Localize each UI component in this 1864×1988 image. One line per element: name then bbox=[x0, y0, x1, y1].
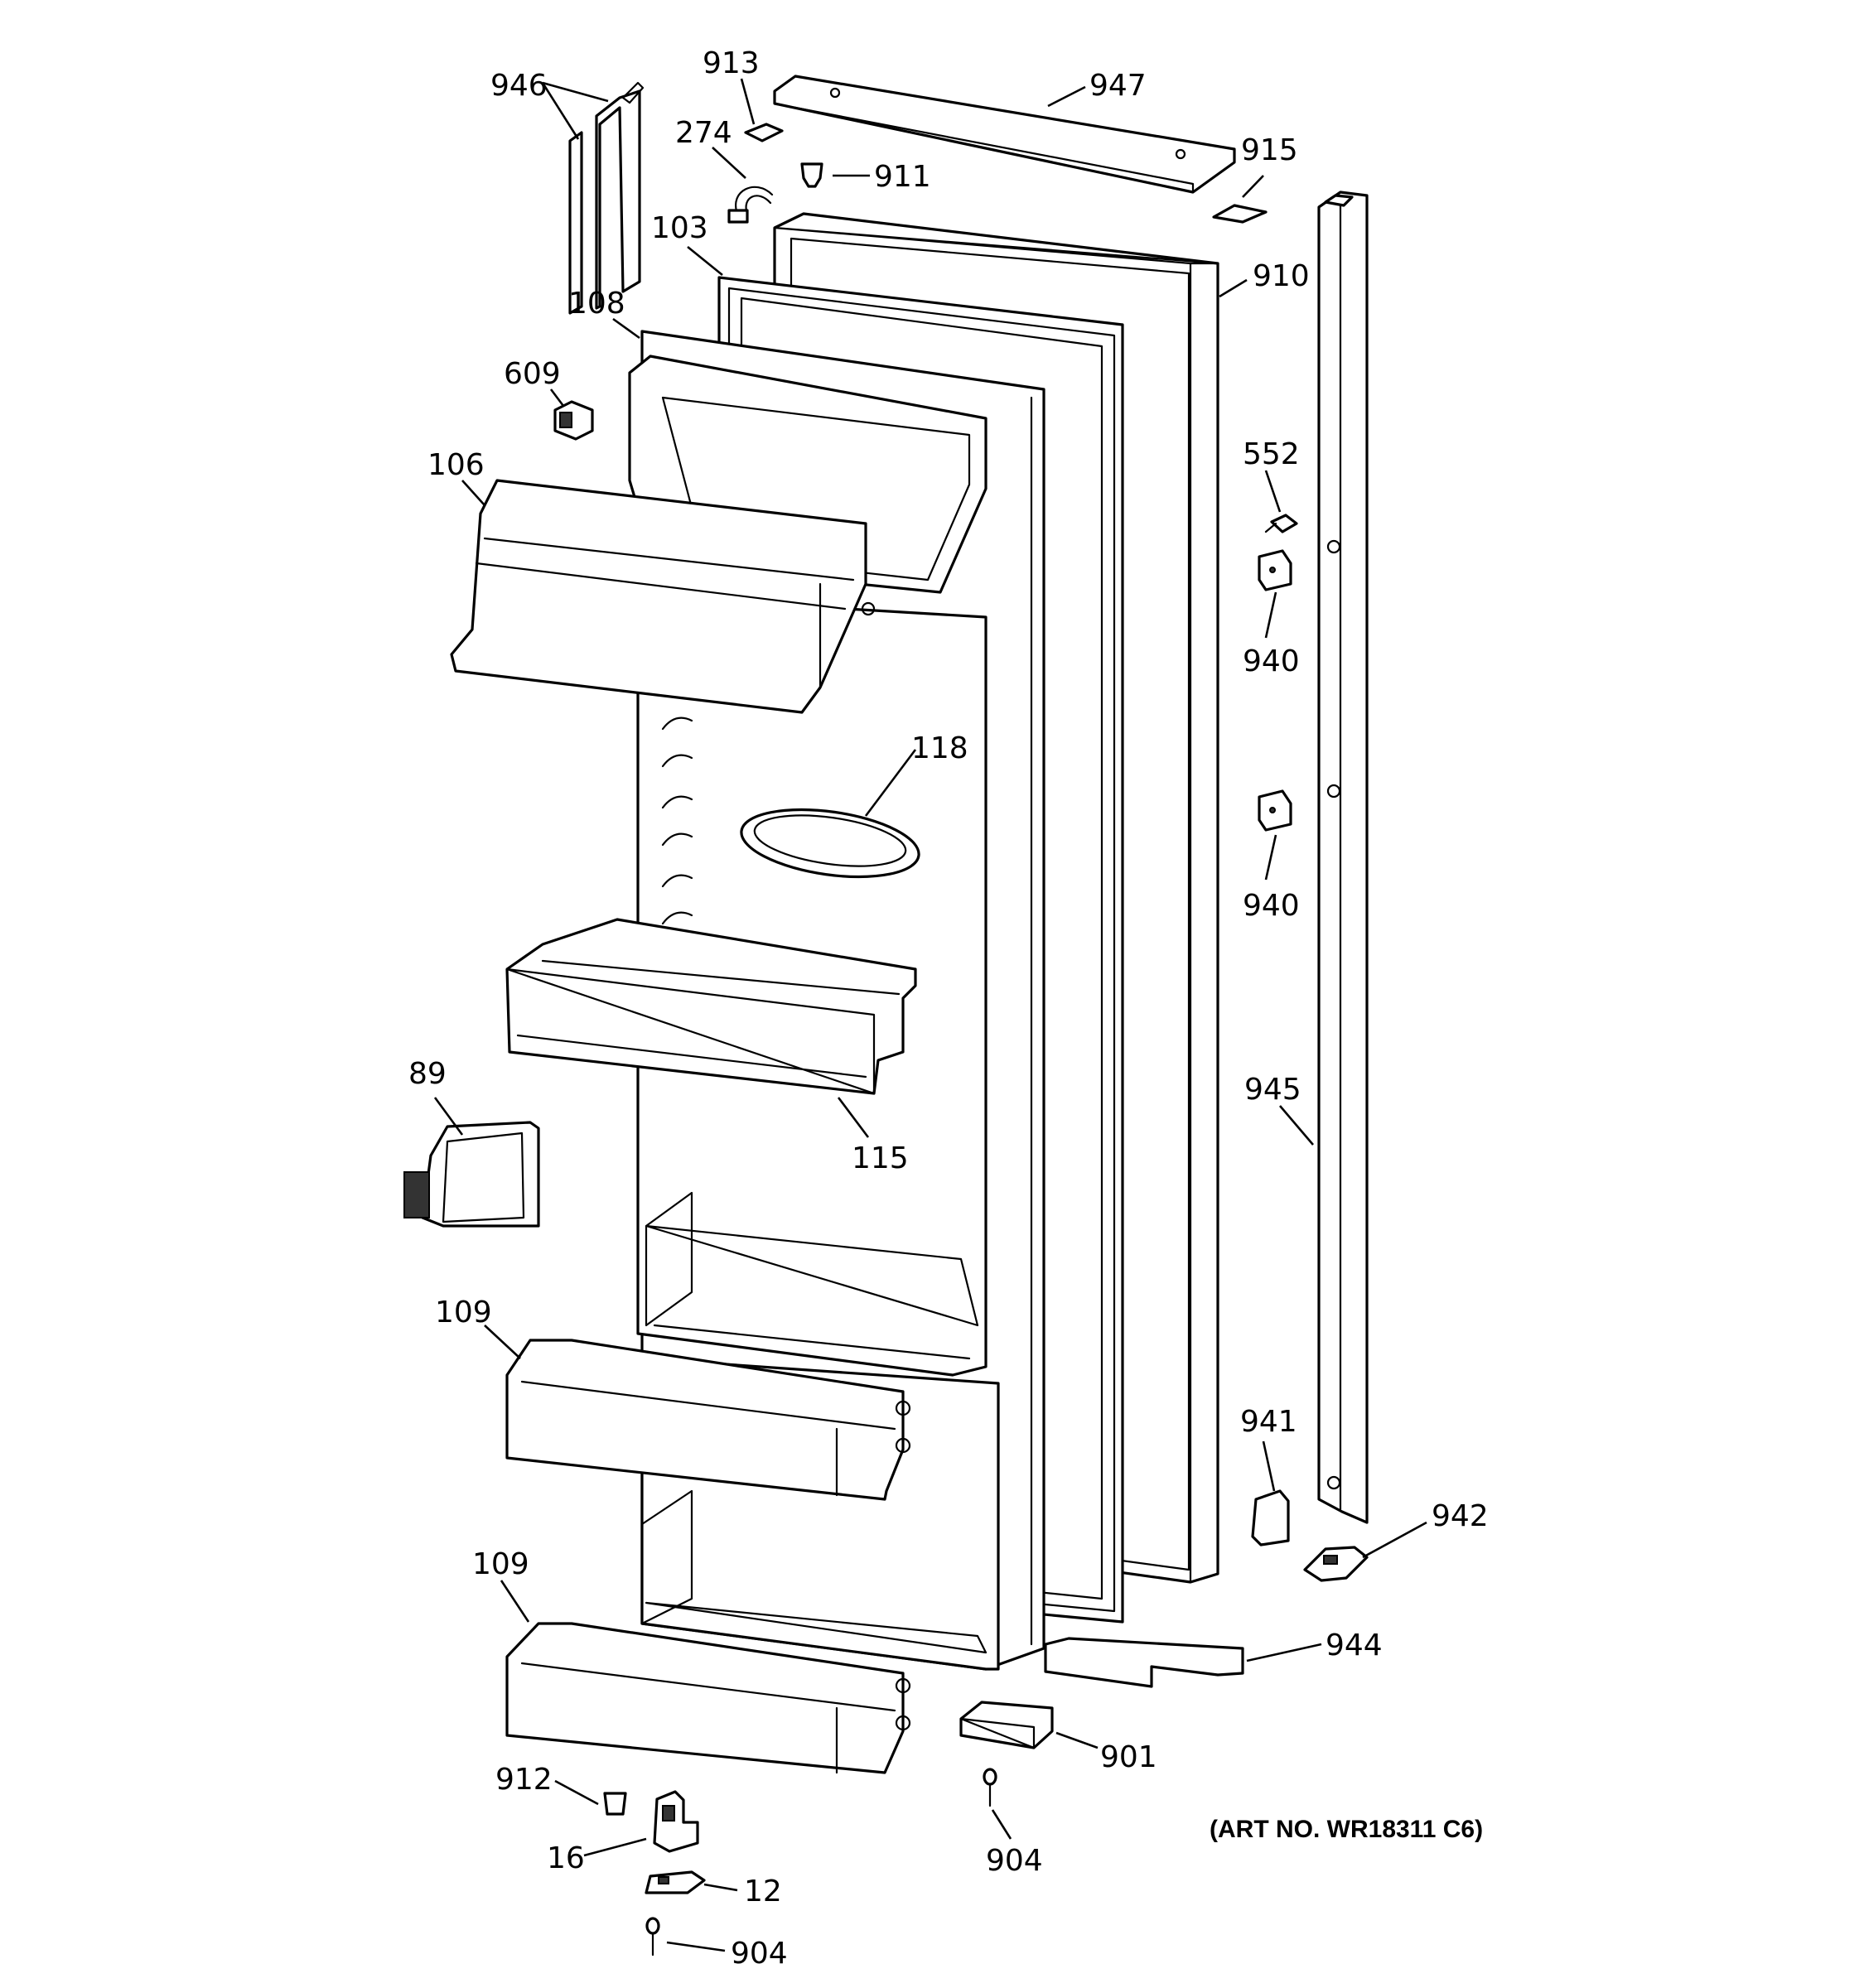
leader-915 bbox=[1242, 175, 1264, 198]
part-941-bracket bbox=[1251, 1489, 1290, 1546]
callout-945: 945 bbox=[1244, 1073, 1301, 1107]
leader-12 bbox=[703, 1883, 738, 1892]
callout-913: 913 bbox=[703, 46, 760, 80]
leader-946-b bbox=[542, 81, 609, 103]
callout-109-lower: 109 bbox=[472, 1547, 529, 1581]
art-number: (ART NO. WR18311 C6) bbox=[1210, 1816, 1483, 1843]
part-106-dairy-bin bbox=[450, 479, 876, 714]
callout-118: 118 bbox=[911, 731, 968, 765]
part-118-egg-tray bbox=[740, 808, 920, 879]
callout-946: 946 bbox=[490, 69, 548, 103]
part-940-block-lower bbox=[1258, 789, 1292, 832]
callout-552: 552 bbox=[1243, 437, 1300, 471]
part-911-plug bbox=[800, 162, 823, 188]
part-115-door-bin bbox=[505, 918, 917, 1095]
leader-941 bbox=[1262, 1440, 1276, 1492]
leader-910 bbox=[1219, 278, 1248, 298]
leader-904-b bbox=[666, 1941, 726, 1952]
callout-108: 108 bbox=[568, 287, 625, 321]
callout-915: 915 bbox=[1241, 133, 1298, 167]
leader-912 bbox=[554, 1779, 599, 1806]
leader-940-a bbox=[1264, 591, 1277, 639]
part-947-door-cap bbox=[773, 75, 1236, 194]
leader-lines bbox=[433, 78, 1427, 1952]
leader-901 bbox=[1055, 1731, 1099, 1749]
part-904-screw-bottom bbox=[645, 1917, 660, 1957]
part-12-hinge-plate bbox=[645, 1870, 706, 1894]
callout-942: 942 bbox=[1432, 1499, 1489, 1533]
part-942-hinge bbox=[1303, 1546, 1369, 1582]
part-913-pad bbox=[744, 123, 784, 142]
callout-912: 912 bbox=[495, 1763, 553, 1797]
callout-16: 16 bbox=[547, 1841, 585, 1875]
callout-109-upper: 109 bbox=[435, 1296, 492, 1329]
callout-944: 944 bbox=[1326, 1629, 1383, 1662]
leader-940-b bbox=[1264, 834, 1277, 881]
part-16-hinge-block bbox=[653, 1790, 699, 1853]
leader-109-a bbox=[484, 1325, 521, 1359]
leader-109-b bbox=[500, 1580, 530, 1623]
callout-106: 106 bbox=[427, 448, 485, 482]
callout-901: 901 bbox=[1100, 1740, 1157, 1774]
leader-609 bbox=[549, 388, 565, 407]
callout-911: 911 bbox=[874, 160, 931, 194]
leader-942 bbox=[1362, 1521, 1427, 1559]
leader-118 bbox=[864, 749, 917, 817]
part-109-door-bin-upper bbox=[505, 1339, 911, 1501]
shelf-support-tabs bbox=[661, 717, 693, 925]
leader-904-a bbox=[991, 1809, 1012, 1840]
part-552-screw bbox=[1264, 514, 1298, 533]
part-274-wire-harness bbox=[727, 186, 774, 224]
leader-552 bbox=[1264, 470, 1282, 513]
part-109-door-bin-lower bbox=[505, 1622, 911, 1774]
leader-274 bbox=[712, 147, 746, 179]
leader-16 bbox=[583, 1837, 647, 1857]
leader-108 bbox=[612, 317, 640, 340]
part-944-bottom-rail bbox=[1044, 1637, 1244, 1688]
callout-274: 274 bbox=[675, 116, 732, 150]
leader-945 bbox=[1279, 1105, 1314, 1146]
leader-944 bbox=[1246, 1643, 1322, 1662]
leader-913 bbox=[740, 78, 756, 125]
part-609-switch bbox=[553, 400, 594, 441]
leader-115 bbox=[837, 1097, 870, 1138]
leader-106 bbox=[461, 480, 485, 506]
callout-941: 941 bbox=[1240, 1405, 1297, 1439]
leader-946-a bbox=[541, 82, 580, 140]
callout-910: 910 bbox=[1253, 259, 1310, 293]
callout-609: 609 bbox=[504, 357, 561, 391]
callout-940-upper: 940 bbox=[1243, 644, 1300, 678]
callout-12: 12 bbox=[744, 1875, 782, 1908]
part-945-side-rail bbox=[1317, 191, 1369, 1524]
leader-103 bbox=[687, 245, 723, 277]
part-946-trim-strips bbox=[568, 81, 645, 315]
leader-947 bbox=[1047, 85, 1086, 108]
part-904-screw-right bbox=[983, 1768, 997, 1807]
callout-947: 947 bbox=[1089, 69, 1147, 103]
callout-103: 103 bbox=[651, 211, 708, 245]
part-940-block-upper bbox=[1258, 549, 1292, 591]
part-901-bracket bbox=[959, 1701, 1054, 1749]
callout-labels: 946 913 947 274 911 915 103 910 108 609 … bbox=[408, 46, 1489, 1971]
callout-904-bottom: 904 bbox=[731, 1937, 788, 1971]
leader-89 bbox=[433, 1097, 464, 1136]
callout-940-lower: 940 bbox=[1243, 889, 1300, 923]
part-915-pad bbox=[1212, 204, 1268, 224]
callout-89: 89 bbox=[408, 1057, 447, 1091]
callout-904-right: 904 bbox=[986, 1844, 1043, 1878]
callout-115: 115 bbox=[852, 1141, 909, 1175]
part-89-bracket bbox=[403, 1121, 540, 1228]
part-912-cap bbox=[603, 1792, 627, 1816]
